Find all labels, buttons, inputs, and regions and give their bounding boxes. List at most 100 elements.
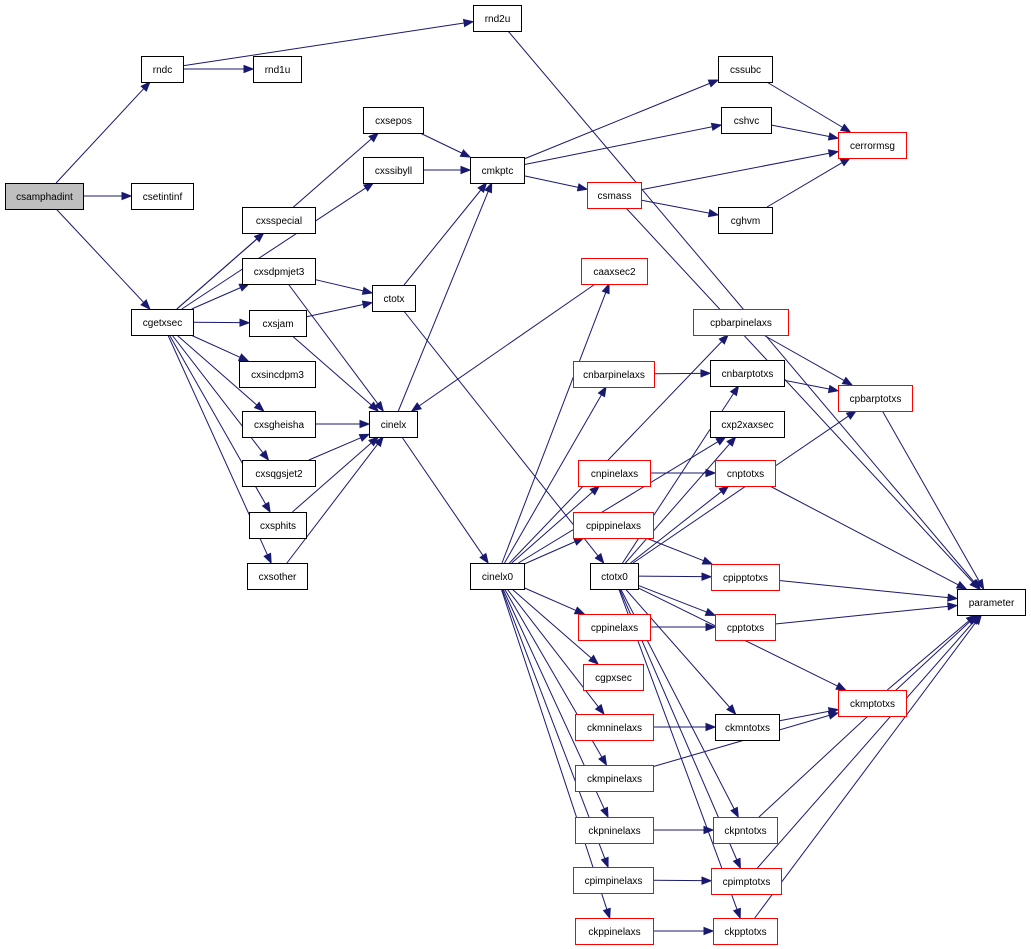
node-cgpxsec[interactable]: cgpxsec: [583, 664, 644, 691]
node-cssubc[interactable]: cssubc: [718, 56, 773, 83]
node-cppinelaxs[interactable]: cppinelaxs: [578, 614, 651, 641]
node-box[interactable]: [242, 411, 316, 438]
node-csmass[interactable]: csmass: [587, 182, 642, 209]
node-cmkptc[interactable]: cmkptc: [470, 157, 525, 184]
node-box[interactable]: [715, 614, 776, 641]
node-cnbarpinelaxs[interactable]: cnbarpinelaxs: [573, 361, 655, 388]
node-cpippinelaxs[interactable]: cpippinelaxs: [573, 512, 654, 539]
node-ckmninelaxs[interactable]: ckmninelaxs: [575, 714, 654, 741]
node-box[interactable]: [713, 918, 778, 945]
node-box[interactable]: [710, 411, 785, 438]
node-box[interactable]: [253, 56, 302, 83]
node-box[interactable]: [575, 817, 654, 844]
node-rndc[interactable]: rndc: [141, 56, 184, 83]
node-box[interactable]: [581, 258, 648, 285]
node-box[interactable]: [363, 157, 424, 184]
node-box[interactable]: [131, 309, 194, 336]
node-box[interactable]: [573, 867, 654, 894]
node-box[interactable]: [372, 285, 416, 312]
node-cpbarptotxs[interactable]: cpbarptotxs: [838, 385, 913, 412]
node-cxsdpmjet3[interactable]: cxsdpmjet3: [242, 258, 316, 285]
node-box[interactable]: [838, 385, 913, 412]
node-box[interactable]: [249, 512, 307, 539]
node-cghvm[interactable]: cghvm: [718, 207, 773, 234]
node-box[interactable]: [573, 512, 654, 539]
node-cpipptotxs[interactable]: cpipptotxs: [711, 564, 780, 591]
node-ckppinelaxs[interactable]: ckppinelaxs: [575, 918, 654, 945]
node-cxsphits[interactable]: cxsphits: [249, 512, 307, 539]
node-box[interactable]: [590, 563, 639, 590]
node-box[interactable]: [242, 460, 316, 487]
node-ckpptotxs[interactable]: ckpptotxs: [713, 918, 778, 945]
node-box[interactable]: [838, 690, 907, 717]
node-cxsqgsjet2[interactable]: cxsqgsjet2: [242, 460, 316, 487]
node-cgetxsec[interactable]: cgetxsec: [131, 309, 194, 336]
node-box[interactable]: [578, 460, 651, 487]
node-ckpninelaxs[interactable]: ckpninelaxs: [575, 817, 654, 844]
node-box[interactable]: [713, 817, 778, 844]
node-ctotx0[interactable]: ctotx0: [590, 563, 639, 590]
node-box[interactable]: [363, 107, 424, 134]
node-box[interactable]: [957, 589, 1026, 616]
node-ckmptotxs[interactable]: ckmptotxs: [838, 690, 907, 717]
node-box[interactable]: [575, 918, 654, 945]
node-box[interactable]: [239, 361, 316, 388]
node-box[interactable]: [711, 564, 780, 591]
node-parameter[interactable]: parameter: [957, 589, 1026, 616]
node-cshvc[interactable]: cshvc: [721, 107, 772, 134]
node-ckmntotxs[interactable]: ckmntotxs: [715, 714, 780, 741]
node-cinelx0[interactable]: cinelx0: [470, 563, 525, 590]
node-box[interactable]: [578, 614, 651, 641]
node-cxp2xaxsec[interactable]: cxp2xaxsec: [710, 411, 785, 438]
node-cxssibyll[interactable]: cxssibyll: [363, 157, 424, 184]
node-box[interactable]: [693, 309, 789, 336]
node-box[interactable]: [721, 107, 772, 134]
node-csamphadint[interactable]: csamphadint: [5, 183, 84, 210]
node-cxsspecial[interactable]: cxsspecial: [242, 207, 316, 234]
node-box[interactable]: [5, 183, 84, 210]
node-box[interactable]: [575, 714, 654, 741]
node-box[interactable]: [583, 664, 644, 691]
node-box[interactable]: [715, 714, 780, 741]
node-csetintinf[interactable]: csetintinf: [131, 183, 194, 210]
node-cinelx[interactable]: cinelx: [369, 411, 418, 438]
node-box[interactable]: [587, 182, 642, 209]
node-cxsincdpm3[interactable]: cxsincdpm3: [239, 361, 316, 388]
node-box[interactable]: [470, 157, 525, 184]
node-box[interactable]: [369, 411, 418, 438]
node-box[interactable]: [718, 56, 773, 83]
node-box[interactable]: [575, 765, 654, 792]
node-cxsjam[interactable]: cxsjam: [249, 310, 307, 337]
node-box[interactable]: [838, 132, 907, 159]
node-cnptotxs[interactable]: cnptotxs: [715, 460, 776, 487]
node-box[interactable]: [242, 207, 316, 234]
node-cpptotxs[interactable]: cpptotxs: [715, 614, 776, 641]
node-box[interactable]: [718, 207, 773, 234]
node-rnd1u[interactable]: rnd1u: [253, 56, 302, 83]
node-box[interactable]: [573, 361, 655, 388]
node-box[interactable]: [242, 258, 316, 285]
node-box[interactable]: [249, 310, 307, 337]
node-cpimptotxs[interactable]: cpimptotxs: [711, 868, 782, 895]
node-rnd2u[interactable]: rnd2u: [473, 5, 522, 32]
node-ctotx[interactable]: ctotx: [372, 285, 416, 312]
node-box[interactable]: [715, 460, 776, 487]
node-ckmpinelaxs[interactable]: ckmpinelaxs: [575, 765, 654, 792]
node-cpbarpinelaxs[interactable]: cpbarpinelaxs: [693, 309, 789, 336]
node-box[interactable]: [141, 56, 184, 83]
node-cxsepos[interactable]: cxsepos: [363, 107, 424, 134]
node-box[interactable]: [470, 563, 525, 590]
node-cpimpinelaxs[interactable]: cpimpinelaxs: [573, 867, 654, 894]
node-box[interactable]: [131, 183, 194, 210]
node-caaxsec2[interactable]: caaxsec2: [581, 258, 648, 285]
node-cnbarptotxs[interactable]: cnbarptotxs: [710, 360, 785, 387]
node-box[interactable]: [710, 360, 785, 387]
node-box[interactable]: [711, 868, 782, 895]
node-box[interactable]: [247, 563, 308, 590]
node-cxsgheisha[interactable]: cxsgheisha: [242, 411, 316, 438]
node-box[interactable]: [473, 5, 522, 32]
node-cxsother[interactable]: cxsother: [247, 563, 308, 590]
node-cerrormsg[interactable]: cerrormsg: [838, 132, 907, 159]
node-cnpinelaxs[interactable]: cnpinelaxs: [578, 460, 651, 487]
node-ckpntotxs[interactable]: ckpntotxs: [713, 817, 778, 844]
